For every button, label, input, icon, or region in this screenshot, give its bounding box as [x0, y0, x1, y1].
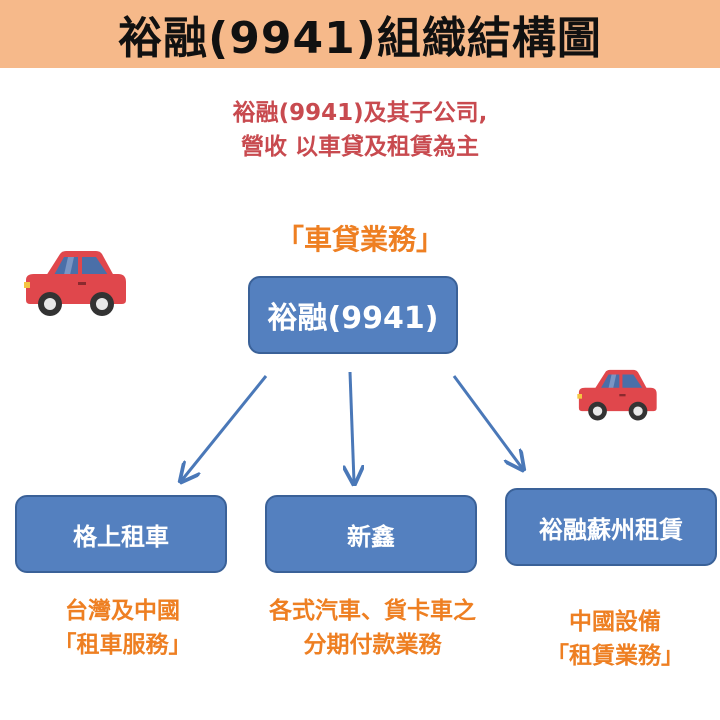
subtitle-line-2: 營收 以車貸及租賃為主 — [240, 134, 479, 160]
header-bar: 裕融(9941)組織結構圖 — [0, 0, 720, 68]
child-node-2: 新鑫 — [265, 495, 477, 573]
root-node: 裕融(9941) — [248, 276, 458, 354]
subtitle-line-1: 裕融(9941)及其子公司, — [232, 100, 488, 126]
child-node-1: 格上租車 — [15, 495, 227, 573]
arrow-to-child-2 — [350, 371, 354, 482]
child-3-description: 中國設備 「租賃業務」 — [515, 605, 715, 673]
car-icon — [24, 251, 126, 316]
child-node-3: 裕融蘇州租賃 — [505, 488, 717, 566]
child-2-description: 各式汽車、貨卡車之 分期付款業務 — [240, 594, 505, 662]
page-title: 裕融(9941)組織結構圖 — [118, 13, 602, 64]
child-3-desc-line-2: 「租賃業務」 — [546, 643, 684, 669]
child-1-desc-line-1: 台灣及中國 — [65, 598, 180, 624]
child-3-desc-line-1: 中國設備 — [569, 609, 661, 635]
child-1-desc-line-2: 「租車服務」 — [53, 632, 192, 658]
child-2-desc-line-2: 分期付款業務 — [303, 632, 442, 658]
arrow-to-child-3 — [452, 375, 522, 468]
child-1-description: 台灣及中國 「租車服務」 — [10, 594, 235, 662]
child-2-desc-line-1: 各式汽車、貨卡車之 — [269, 598, 476, 624]
arrow-to-child-1 — [182, 375, 268, 480]
section-title: 「車貸業務」 — [275, 223, 444, 256]
car-icon — [577, 369, 657, 421]
